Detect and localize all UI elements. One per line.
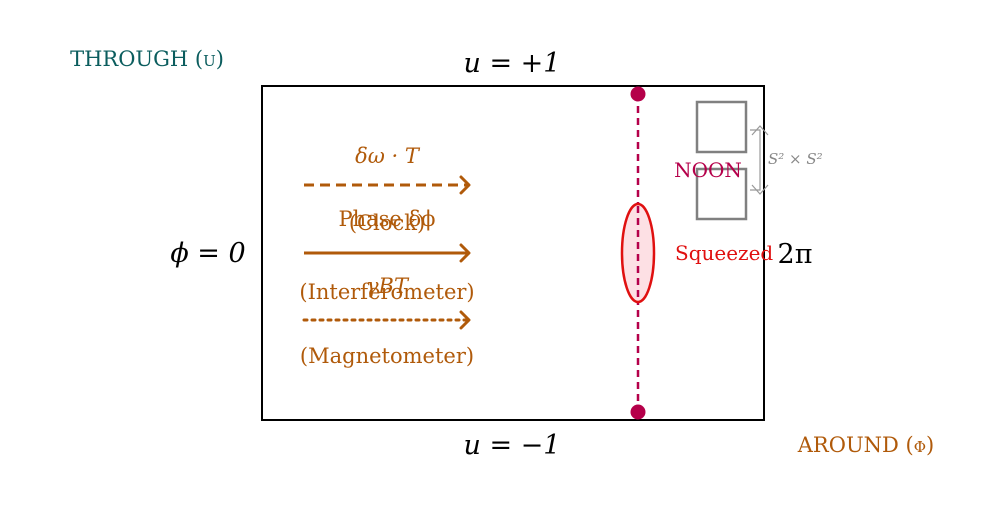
bottom-boundary-label: u = −1	[464, 430, 561, 461]
brace-tick-top	[751, 125, 769, 136]
around-axis-label: AROUND (ϕ)	[797, 433, 934, 457]
brace-tick-bottom	[751, 184, 769, 195]
through-axis-label: THROUGH (u)	[70, 47, 224, 71]
clock-label: (Clock)	[349, 211, 425, 235]
sphere-square-top	[695, 100, 748, 154]
phase-space-rectangle	[261, 85, 765, 421]
south-pole-dot	[630, 404, 646, 420]
top-boundary-label: u = +1	[464, 48, 561, 79]
interferometer-label: (Interferometer)	[299, 280, 474, 304]
magnetometer-rate-label: γBT	[366, 274, 410, 298]
left-boundary-label: ϕ = 0	[170, 238, 245, 269]
sphere-square-bottom	[695, 167, 748, 221]
phase-label: Phase δϕ	[338, 207, 435, 231]
squeezed-label: Squeezed	[675, 241, 773, 265]
noon-label: NOON	[674, 158, 742, 182]
right-boundary-label: 2π	[778, 239, 813, 270]
clock-rate-label: δω · T	[355, 144, 421, 168]
product-space-brace	[750, 129, 761, 191]
magnetometer-label: (Magnetometer)	[300, 344, 474, 368]
north-pole-dot	[630, 86, 646, 102]
squeezed-state-ellipse	[620, 202, 656, 304]
product-space-label: S² × S²	[768, 150, 823, 168]
